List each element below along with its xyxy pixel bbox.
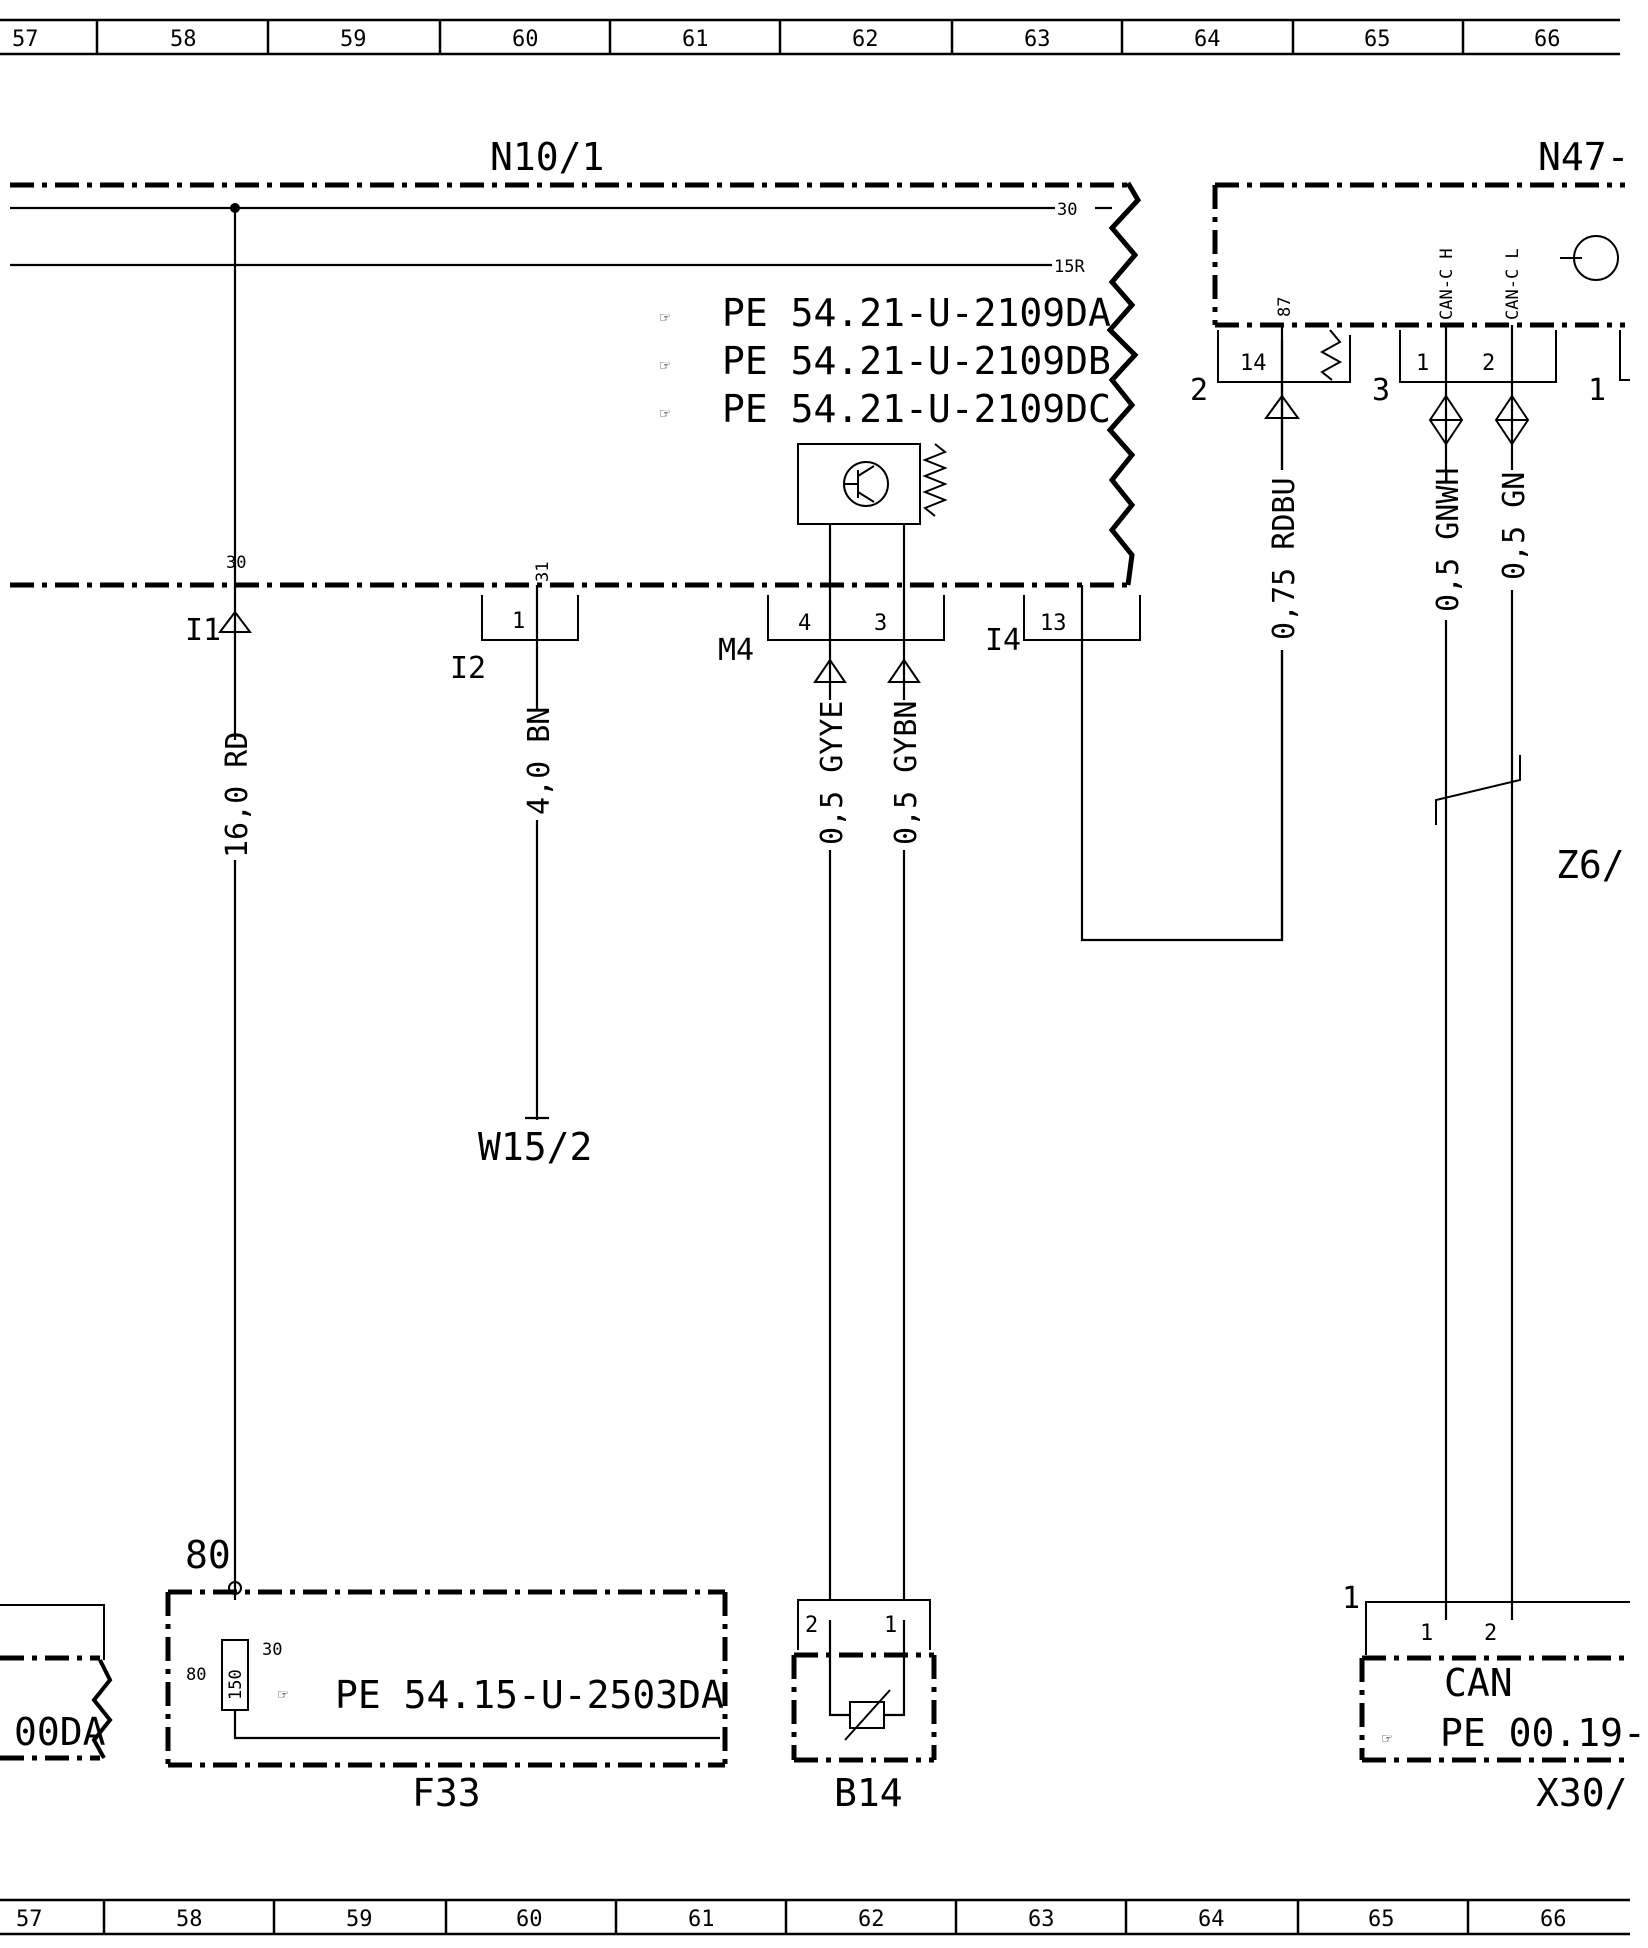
ruler-label: 60 — [516, 1907, 543, 1932]
ruler-label: 58 — [170, 27, 197, 52]
can-pin1: 1 — [1416, 351, 1429, 376]
b14-sensor: 2 1 B14 — [791, 1599, 937, 1815]
i2-connector-label: I2 — [450, 651, 486, 686]
m4-pin3: 3 — [874, 611, 887, 636]
pointer-icon: ☞ — [660, 404, 670, 424]
wire-label: 0,5 GYBN — [889, 701, 924, 846]
x30-label: X30/ — [1536, 1771, 1628, 1815]
transistor-icon — [843, 461, 889, 507]
ref-line: PE 54.21-U-2109DC — [722, 387, 1111, 431]
i1-pin-label: 30 — [226, 553, 246, 573]
x30-can-connector: 1 1 2 CAN ☞ PE 00.19- X30/ — [1342, 1581, 1646, 1815]
ruler-label: 59 — [340, 27, 367, 52]
wire-4-bn: 31 1 I2 4,0 BN W15/2 — [450, 562, 592, 1169]
terminal-30-label: 30 — [1057, 200, 1077, 220]
ruler-label: 58 — [176, 1907, 203, 1932]
can-wires: 0,5 GNWH 0,5 GN Z6/ — [1428, 325, 1625, 1620]
ref-line: PE 54.21-U-2109DA — [722, 291, 1111, 335]
reference-list: ☞ PE 54.21-U-2109DA ☞ PE 54.21-U-2109DB … — [660, 291, 1111, 431]
b14-pin2: 2 — [805, 1613, 818, 1638]
wire-label: 0,5 GYYE — [815, 701, 850, 846]
bottom-ruler: 57 58 59 60 61 62 63 64 65 66 — [0, 1898, 1630, 1936]
pointer-icon: ☞ — [278, 1685, 288, 1705]
ruler-label: 61 — [682, 27, 709, 52]
can-pin2: 2 — [1482, 351, 1495, 376]
pin14-label: 14 — [1240, 351, 1267, 376]
pin87-label: 87 — [1275, 297, 1295, 317]
ruler-label: 57 — [12, 27, 39, 52]
f33-pin-80: 80 — [186, 1665, 206, 1685]
can-l-label: CAN-C L — [1503, 248, 1523, 320]
ruler-label: 65 — [1368, 1907, 1395, 1932]
top-ruler: 57 58 59 60 61 62 63 64 65 66 — [0, 18, 1620, 56]
x30-pin1: 1 — [1420, 1621, 1433, 1646]
m4-connector: 4 3 M4 0,5 GYYE 0,5 GYBN — [718, 585, 945, 1600]
ruler-label: 61 — [688, 1907, 715, 1932]
n10-1-label: N10/1 — [490, 135, 604, 179]
i2-pin-top: 31 — [533, 562, 553, 582]
f33-fuse-box: 80 150 80 30 ☞ PE 54.15-U-2503DA F33 — [165, 1533, 728, 1815]
z6-label: Z6/ — [1556, 843, 1625, 887]
terminal-15r-label: 15R — [1054, 257, 1085, 277]
ruler-label: 63 — [1024, 27, 1051, 52]
f33-ref: PE 54.15-U-2503DA — [335, 1673, 724, 1717]
connector-3-label: 3 — [1372, 373, 1390, 408]
f33-pin-80-top: 80 — [185, 1533, 231, 1577]
x30-pin2: 2 — [1484, 1621, 1497, 1646]
ruler-label: 66 — [1540, 1907, 1567, 1932]
wire-label: 16,0 RD — [220, 732, 255, 858]
ruler-label: 64 — [1198, 1907, 1225, 1932]
pointer-icon: ☞ — [660, 356, 670, 376]
m4-pin4: 4 — [798, 611, 811, 636]
resistor-icon — [922, 443, 948, 517]
ruler-label: 62 — [852, 27, 879, 52]
can-h-label: CAN-C H — [1437, 248, 1457, 320]
b14-pin1: 1 — [884, 1613, 897, 1638]
f33-label: F33 — [412, 1771, 481, 1815]
x30-ref: PE 00.19- — [1440, 1711, 1646, 1755]
transistor-block — [797, 443, 948, 585]
ruler-label: 66 — [1534, 27, 1561, 52]
wire-label: 0,5 GNWH — [1431, 468, 1466, 613]
wire-label: 0,75 RDBU — [1267, 477, 1302, 640]
i4-pin-label: 13 — [1040, 611, 1067, 636]
n10-1-module: N10/1 30 15R ☞ PE 54.21-U-2109DA ☞ PE 54… — [10, 135, 1142, 588]
w15-2-label: W15/2 — [478, 1125, 592, 1169]
ruler-label: 64 — [1194, 27, 1221, 52]
i2-pin-label: 1 — [512, 609, 525, 634]
pointer-icon: ☞ — [660, 308, 670, 328]
b14-label: B14 — [834, 1771, 903, 1815]
partial-ref: 00DA — [14, 1710, 106, 1754]
connector-2-label: 2 — [1190, 373, 1208, 408]
pointer-icon: ☞ — [1382, 1729, 1392, 1749]
fuse-rating: 150 — [226, 1669, 246, 1700]
f33-pin-30: 30 — [262, 1640, 282, 1660]
ruler-label: 63 — [1028, 1907, 1055, 1932]
wire-label: 0,5 GN — [1497, 472, 1532, 580]
ruler-label: 57 — [16, 1907, 43, 1932]
ruler-label: 59 — [346, 1907, 373, 1932]
thermistor-icon — [849, 1701, 885, 1729]
wire-16-rd: 30 I1 16,0 RD — [185, 208, 255, 1600]
ruler-label: 60 — [512, 27, 539, 52]
m4-label: M4 — [718, 633, 754, 668]
connector-1-label: 1 — [1588, 373, 1606, 408]
ruler-label: 65 — [1364, 27, 1391, 52]
ref-line: PE 54.21-U-2109DB — [722, 339, 1111, 383]
i4-label: I4 — [985, 623, 1021, 658]
i1-connector-label: I1 — [185, 613, 221, 648]
x30-conn-label: 1 — [1342, 1581, 1360, 1616]
left-partial-module: 00DA — [0, 1604, 113, 1761]
n47-label: N47- — [1538, 135, 1630, 179]
n47-module: N47- 87 14 2 0,75 RDBU CAN-C H CAN-C L 1… — [1190, 135, 1630, 940]
ruler-label: 62 — [858, 1907, 885, 1932]
wire-label: 4,0 BN — [522, 707, 557, 815]
x30-can-label: CAN — [1444, 1661, 1513, 1705]
